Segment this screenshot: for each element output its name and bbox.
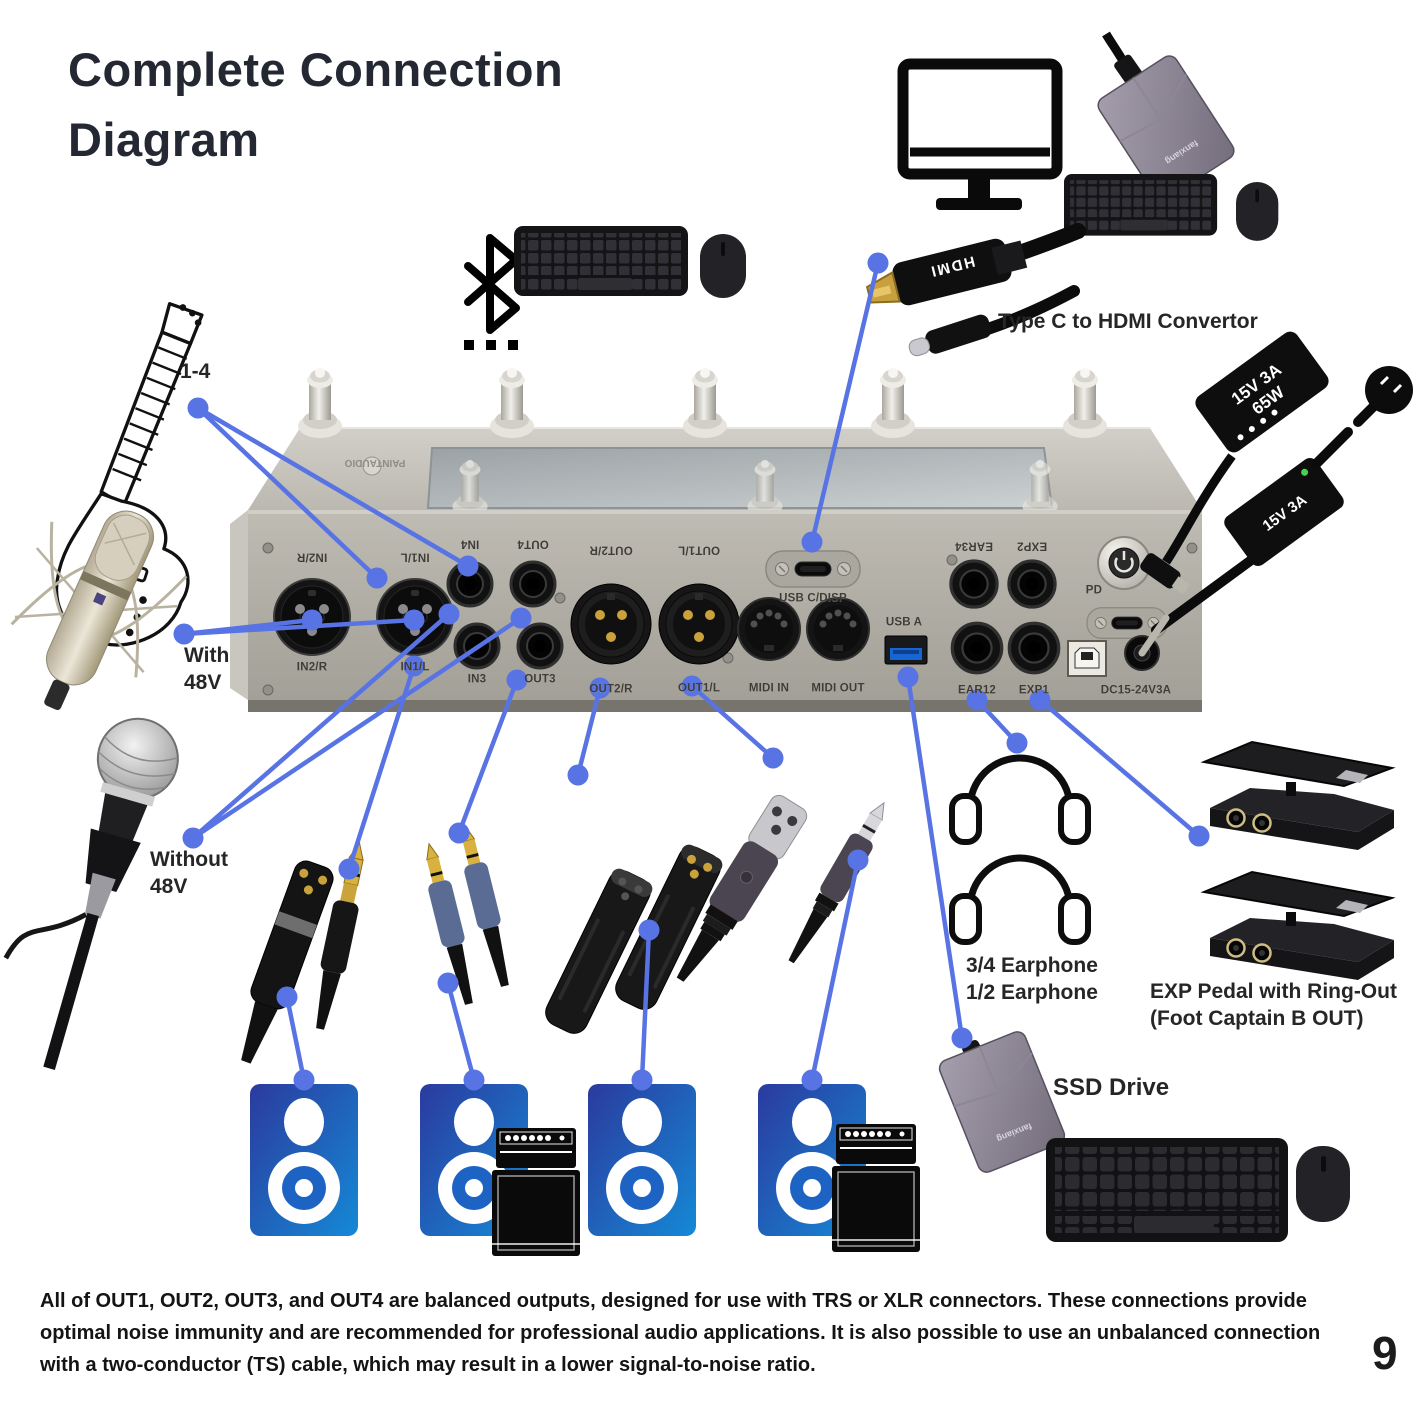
monitor-icon [897,58,1063,210]
brand-text: PAINTAUDIO [344,457,405,468]
label-exp-pedal: EXP Pedal with Ring-Out (Foot Captain B … [1150,978,1397,1033]
port-label-in4-top: IN4 [460,537,480,550]
power-button [1097,536,1151,590]
port-label-out4-top: OUT4 [517,537,549,550]
label-without-48v-line1: Without [150,848,228,871]
label-without-48v: Without 48V [150,846,228,901]
port-label-out1l-top: OUT1/L [677,543,721,556]
label-with-48v-line1: With [184,644,230,667]
xlr-female-cable-icon [676,794,808,982]
footswitch [683,368,727,438]
port-label-in1l-top: IN1/L [400,550,430,563]
hdmi-cable-icon [865,223,1086,357]
device-screen [426,447,1054,509]
port-usb-a [884,635,928,665]
footer-line2: optimal noise immunity and are recommend… [40,1322,1321,1344]
port-out4 [509,560,557,608]
port-label-dc-power: DC15-24V3A [1100,684,1172,697]
port-label-usb-a: USB A [885,616,923,629]
footswitch [298,368,342,438]
label-exp-pedal-line1: EXP Pedal with Ring-Out [1150,980,1397,1003]
headphones-icon [952,758,1088,842]
power-plug-icon [1365,366,1413,414]
label-type-c-hdmi: Type C to HDMI Convertor [998,310,1258,333]
footswitch [490,368,534,438]
xlr-pair-cable-icon [615,844,723,1010]
port-exp2 [1007,559,1057,609]
label-inputs-range: 1-4 [180,360,211,383]
usb-c-plug-icon [908,314,992,357]
footswitch [1063,368,1107,438]
device-illustration: PAINTAUDIO [230,368,1202,712]
power-adapter-inline-icon: 15V 3A [1138,366,1413,657]
xlr-pair-cable-icon [545,868,653,1034]
port-label-out2r-top: OUT2/R [589,543,633,556]
condenser-mic-icon [10,510,188,711]
port-out2r [570,583,652,665]
port-label-out1l: OUT1/L [677,682,721,695]
label-ssd-drive: SSD Drive [1053,1074,1170,1101]
label-earphones: 3/4 Earphone 1/2 Earphone [966,952,1098,1007]
port-label-exp2: EXP2 [1016,539,1048,552]
speaker-icon [250,1084,358,1236]
port-label-in1l: IN1/L [400,661,430,674]
label-exp-pedal-line2: (Foot Captain B OUT) [1150,1007,1364,1031]
keyboard-icon [514,226,688,296]
port-label-in2r-top: IN2/R [296,550,328,563]
port-midi-out [806,597,870,661]
exp-pedal-icon [1202,740,1396,852]
port-ear34 [949,559,999,609]
xlr-male-cable-icon [241,860,334,1064]
mouse-icon [700,234,746,298]
port-label-in3: IN3 [467,673,487,686]
speaker-icon [588,1084,696,1236]
port-exp1 [1007,621,1061,675]
page-title-line1: Complete Connection [68,43,564,96]
ssd-drive-top-icon: fanxiang [1093,31,1239,205]
port-label-midi-out: MIDI OUT [811,682,865,695]
connection-lines [183,262,1201,1081]
port-label-in2r: IN2/R [296,661,328,674]
label-earphone-34: 3/4 Earphone [966,954,1098,977]
footer-line1: All of OUT1, OUT2, OUT3, and OUT4 are ba… [40,1290,1307,1312]
port-out3 [516,622,564,670]
port-label-pd: PD [1085,584,1103,597]
port-usb-c-disp [765,550,861,588]
connection-dots [173,252,1210,1091]
port-out1l [658,583,740,665]
label-earphone-12: 1/2 Earphone [966,981,1098,1005]
port-label-out3: OUT3 [524,673,556,686]
page-title-line2: Diagram [68,113,260,166]
footer-line3: with a two-conductor (TS) cable, which m… [40,1354,816,1376]
mouse-bottom-icon [1296,1146,1350,1222]
bluetooth-icon [464,234,520,350]
exp-pedal-icon [1202,870,1396,982]
port-usb-b [1067,640,1107,677]
port-midi-in [737,597,801,661]
port-ear12 [950,621,1004,675]
footswitch [871,368,915,438]
page-number: 9 [1372,1327,1398,1379]
label-without-48v-line2: 48V [150,875,188,899]
trs-blue-cable-icon [426,842,473,1005]
port-label-ear12: EAR12 [957,684,997,697]
panel-screws [262,542,1198,696]
headphones-icon [952,858,1088,942]
power-adapter-65w-icon: 15V 3A 65W [1140,331,1329,595]
label-with-48v-line2: 48V [184,671,222,695]
keyboard-bottom-icon [1046,1138,1288,1242]
amp-icon [831,1123,921,1253]
port-label-usb-c-disp: USB C/DISP [779,592,847,605]
label-with-48v: With 48V [184,642,229,697]
dynamic-mic-icon [3,717,179,1070]
port-label-ear34: EAR34 [954,539,994,552]
port-label-exp1: EXP1 [1018,684,1050,697]
keyboard-icon [1064,174,1218,236]
port-label-midi-in: MIDI IN [748,682,790,695]
mouse-icon [1236,182,1279,241]
amp-icon [491,1127,581,1257]
port-label-out2r: OUT2/R [589,683,633,696]
